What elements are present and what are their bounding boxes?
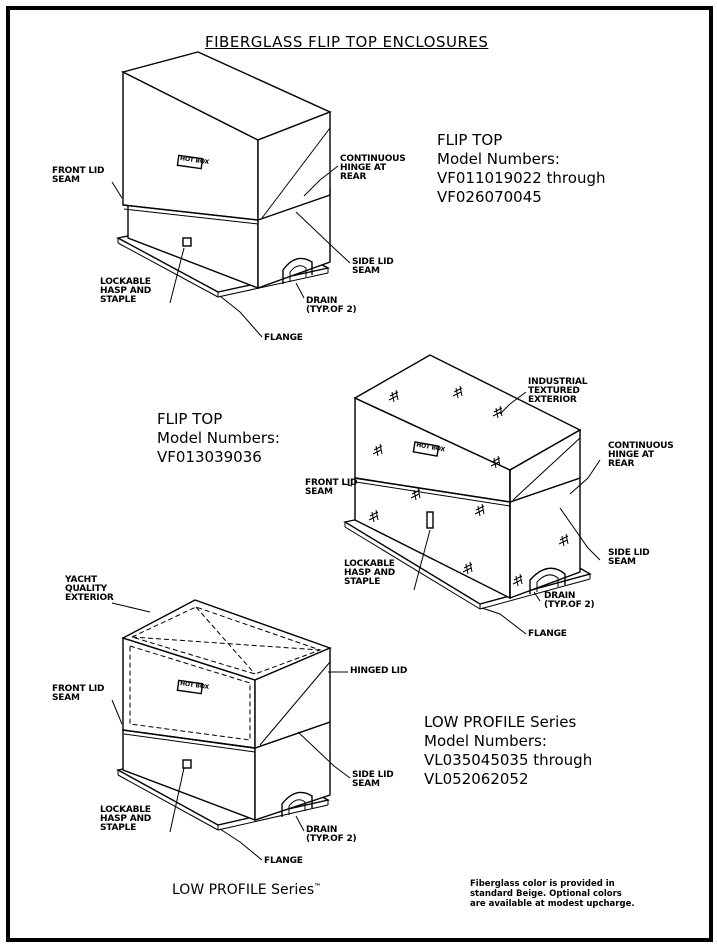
model-line: VF013039036 bbox=[157, 448, 262, 466]
callout-hinge: CONTINUOUS HINGE AT REAR bbox=[340, 154, 406, 182]
model-line: VF011019022 through bbox=[437, 169, 606, 187]
model-line: FLIP TOP bbox=[157, 410, 223, 428]
callout-hinge: CONTINUOUS HINGE AT REAR bbox=[608, 441, 674, 469]
model-line: VL035045035 through bbox=[424, 751, 593, 769]
model-line: VF026070045 bbox=[437, 188, 542, 206]
callout-hasp: LOCKABLE HASP AND STAPLE bbox=[344, 559, 396, 587]
callout-side-lid-seam: SIDE LID SEAM bbox=[352, 257, 394, 276]
model-line: Model Numbers: bbox=[424, 732, 547, 750]
callout-exterior: YACHT QUALITY EXTERIOR bbox=[65, 575, 114, 603]
model-line: Model Numbers: bbox=[157, 429, 280, 447]
callout-side-lid-seam: SIDE LID SEAM bbox=[608, 548, 650, 567]
color-note: Fiberglass color is provided in standard… bbox=[470, 879, 635, 909]
model-line: FLIP TOP bbox=[437, 131, 503, 149]
sheet-border bbox=[6, 6, 713, 942]
callout-flange: FLANGE bbox=[264, 856, 303, 866]
enclosure-1-drawing bbox=[111, 51, 351, 338]
model-line: Model Numbers: bbox=[437, 150, 560, 168]
model-line: VL052062052 bbox=[424, 770, 529, 788]
enclosure-2-drawing bbox=[343, 354, 601, 635]
callout-exterior: INDUSTRIAL TEXTURED EXTERIOR bbox=[528, 377, 588, 405]
callout-side-lid-seam: SIDE LID SEAM bbox=[352, 770, 394, 789]
callout-hinged-lid: HINGED LID bbox=[350, 666, 408, 676]
callout-front-lid-seam: FRONT LID SEAM bbox=[52, 684, 105, 703]
callout-drain: DRAIN (TYP.OF 2) bbox=[306, 825, 357, 844]
callout-hasp: LOCKABLE HASP AND STAPLE bbox=[100, 805, 152, 833]
callout-flange: FLANGE bbox=[264, 333, 303, 343]
callout-drain: DRAIN (TYP.OF 2) bbox=[306, 296, 357, 315]
page-title: FIBERGLASS FLIP TOP ENCLOSURES bbox=[205, 33, 489, 51]
figure-3-model-block: LOW PROFILE Series Model Numbers: VL0350… bbox=[424, 713, 592, 789]
enclosure-3-drawing bbox=[111, 599, 351, 861]
model-line: LOW PROFILE Series bbox=[424, 713, 577, 731]
callout-drain: DRAIN (TYP.OF 2) bbox=[544, 591, 595, 610]
callout-hasp: LOCKABLE HASP AND STAPLE bbox=[100, 277, 152, 305]
figure-1-model-block: FLIP TOP Model Numbers: VF011019022 thro… bbox=[437, 131, 606, 207]
series-caption: LOW PROFILE Series™ bbox=[172, 882, 322, 898]
callout-front-lid-seam: FRONT LID SEAM bbox=[52, 166, 105, 185]
figure-2-model-block: FLIP TOP Model Numbers: VF013039036 bbox=[157, 410, 280, 467]
callout-flange: FLANGE bbox=[528, 629, 567, 639]
callout-front-lid-seam: FRONT LID SEAM bbox=[305, 478, 358, 497]
